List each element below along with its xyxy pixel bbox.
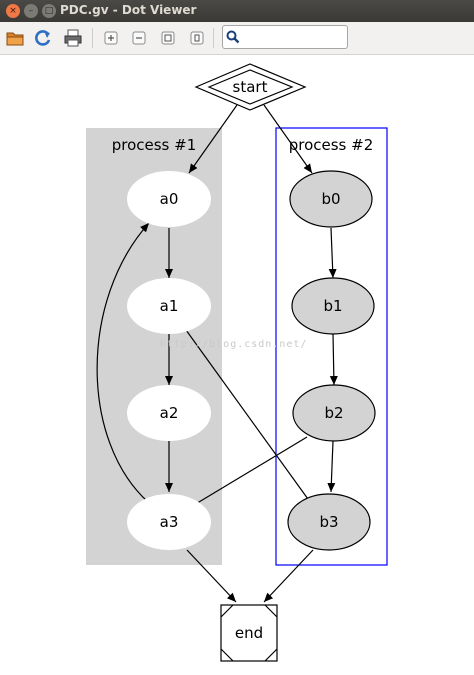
print-button[interactable] [62,27,84,49]
edge-b1-b2 [329,333,338,386]
minimize-window-button[interactable]: – [24,4,38,18]
graph-canvas[interactable]: process #1 process #2 [0,55,474,671]
node-b3[interactable]: b3 [287,493,371,551]
edge-b2-a3 [188,436,308,509]
zoom-fit-button[interactable] [159,29,177,47]
cluster-label-process-2: process #2 [289,136,374,154]
node-b2[interactable]: b2 [292,384,376,442]
node-a3[interactable]: a3 [127,494,211,550]
edges [96,104,338,603]
cluster-process-2 [275,127,388,566]
toolbar-separator [92,28,93,48]
edge-b3-end [263,549,314,603]
node-label-a3: a3 [160,513,179,531]
watermark: http://blog.csdn.net/ [160,339,308,350]
cluster-label-process-1: process #1 [112,136,197,154]
node-b0[interactable]: b0 [289,170,373,228]
node-a0[interactable]: a0 [127,171,211,227]
window-title: PDC.gv - Dot Viewer [60,3,197,17]
node-label-b3: b3 [319,513,338,531]
search-icon [226,30,240,44]
zoom-out-icon [132,31,146,45]
print-icon [64,29,82,47]
zoom-in-button[interactable] [102,29,120,47]
node-label-a0: a0 [160,190,179,208]
zoom-in-icon [104,31,118,45]
title-bar: × – □ PDC.gv - Dot Viewer [0,0,474,22]
edge-a1-b3 [185,329,314,507]
node-b1[interactable]: b1 [291,277,375,335]
edge-a3-a0 [96,222,150,503]
node-start[interactable]: start [194,63,307,111]
close-window-button[interactable]: × [6,4,20,18]
open-button[interactable] [4,27,26,49]
zoom-out-button[interactable] [130,29,148,47]
edge-a3-end [186,549,237,603]
node-label-a1: a1 [160,297,179,315]
node-label-b1: b1 [323,297,342,315]
node-end[interactable]: end [220,604,278,662]
search-input[interactable] [243,28,347,48]
maximize-window-button[interactable]: □ [42,4,56,18]
refresh-button[interactable] [32,27,54,49]
graph-svg: process #1 process #2 [86,63,388,662]
window-controls: × – □ [6,4,56,18]
node-label-a2: a2 [160,404,179,422]
zoom-100-button[interactable] [188,29,206,47]
node-label-end: end [235,624,263,642]
node-a1[interactable]: a1 [127,278,211,334]
node-label-start: start [233,78,268,96]
open-folder-icon [6,32,24,46]
toolbar [0,22,474,55]
node-label-b2: b2 [324,404,343,422]
edge-b0-b1 [328,227,337,279]
zoom-fit-icon [161,31,175,45]
search-box[interactable] [222,25,348,49]
edge-start-a0 [188,104,238,174]
node-label-b0: b0 [321,190,340,208]
refresh-icon [35,30,51,46]
edge-start-b0 [263,104,313,174]
edge-b2-b3 [327,440,336,493]
node-a2[interactable]: a2 [127,385,211,441]
zoom-100-icon [190,31,204,45]
toolbar-separator [213,28,214,48]
